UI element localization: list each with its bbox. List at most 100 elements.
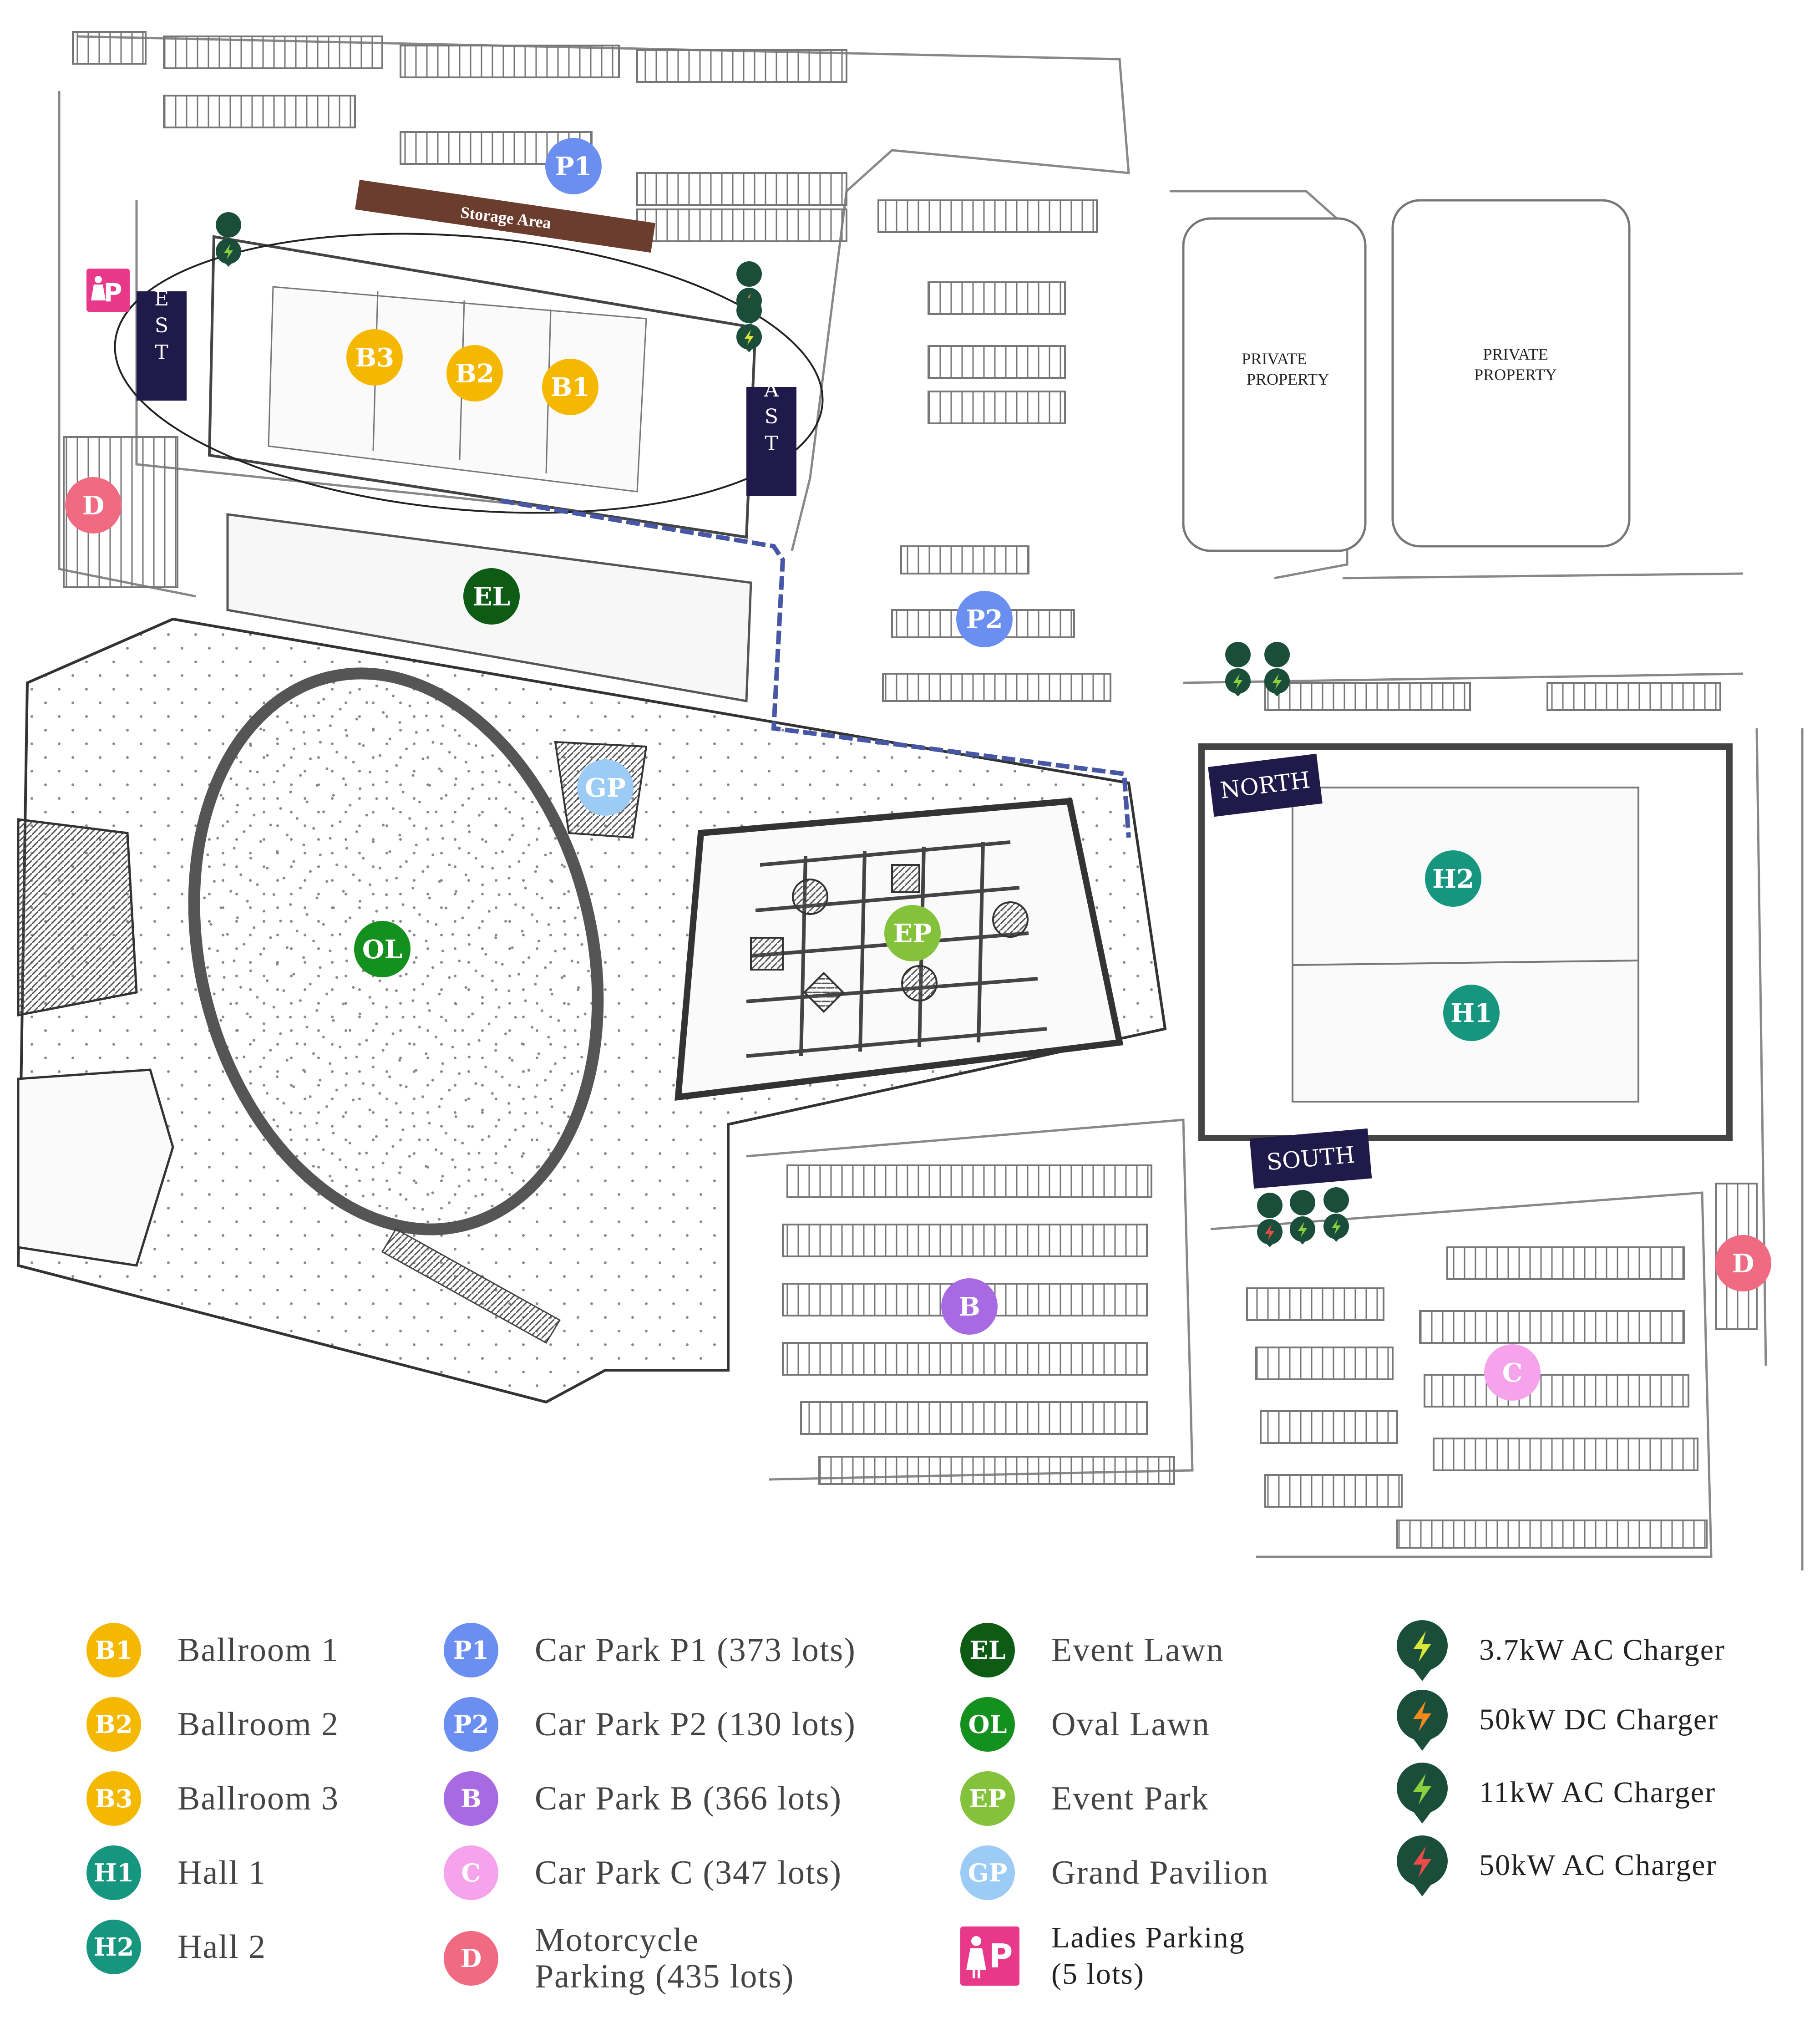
legend-label: Hall 1 <box>177 1854 266 1891</box>
legend-item-motorcycle-parking: D Motorcycle Parking (435 lots) <box>444 1917 794 1999</box>
legend-badge: P2 <box>444 1697 498 1752</box>
charger-pin <box>216 212 242 267</box>
north-wing-label: NORTH <box>1208 753 1323 817</box>
legend-badge: EL <box>960 1623 1015 1677</box>
legend-badge: D <box>444 1931 498 1986</box>
legend-badge: OL <box>960 1697 1015 1752</box>
area-marker-label: P2 <box>966 605 1003 635</box>
area-marker-circle <box>446 345 503 402</box>
site-map: Storage Area WEST EAST <box>16 31 1804 1570</box>
svg-text:P: P <box>103 278 122 308</box>
area-marker-ol: OL <box>354 921 411 977</box>
area-marker-circle <box>354 921 411 977</box>
area-marker-circle <box>1425 850 1481 907</box>
legend-badge: B <box>444 1771 498 1826</box>
area-marker-label: B <box>958 1292 980 1322</box>
area-marker-b3: B3 <box>346 329 403 386</box>
legend-label: Car Park C (347 lots) <box>535 1854 842 1891</box>
legend-badge: C <box>444 1845 498 1900</box>
east-wing-label: EAST <box>746 351 796 496</box>
area-marker-circle <box>884 905 941 961</box>
legend-item-event-park: EP Event Park <box>960 1769 1209 1828</box>
lightning-bolt-icon <box>1397 1620 1448 1681</box>
area-marker-circle <box>545 138 602 194</box>
legend-item-charger-50kw-ac: 50kW AC Charger <box>1393 1831 1717 1900</box>
legend-item-car-park-b: B Car Park B (366 lots) <box>444 1769 842 1828</box>
svg-text:WEST: WEST <box>150 260 173 368</box>
legend-item-charger-11kw-ac: 11kW AC Charger <box>1393 1758 1716 1827</box>
legend-label: Oval Lawn <box>1051 1706 1210 1743</box>
svg-text:P: P <box>989 1937 1013 1975</box>
area-marker-label: H1 <box>1450 998 1492 1028</box>
legend-label: Grand Pavilion <box>1051 1854 1269 1891</box>
legend-item-event-lawn: EL Event Lawn <box>960 1621 1224 1680</box>
area-marker-label: H2 <box>1432 864 1474 894</box>
legend-label: Car Park P1 (373 lots) <box>535 1631 856 1669</box>
area-marker-circle <box>463 568 520 625</box>
legend-badge: P1 <box>444 1623 498 1677</box>
legend-label: Hall 2 <box>177 1928 266 1966</box>
legend-label: Car Park P2 (130 lots) <box>535 1706 856 1743</box>
legend-label: Ballroom 1 <box>177 1631 340 1669</box>
lightning-bolt-icon <box>1397 1690 1448 1751</box>
area-marker-circle <box>956 591 1013 647</box>
area-marker-d: D <box>1715 1235 1771 1291</box>
legend-label: 50kW AC Charger <box>1479 1849 1717 1882</box>
area-marker-circle <box>1443 985 1500 1041</box>
map-legend: B1 Ballroom 1 B2 Ballroom 2 B3 Ballroom … <box>0 1620 1820 2030</box>
area-marker-gp: GP <box>577 759 634 816</box>
private-property-block <box>1182 217 1367 552</box>
south-wing-label: SOUTH <box>1249 1128 1372 1189</box>
area-marker-label: D <box>82 491 105 521</box>
area-marker-circle <box>542 359 598 415</box>
legend-item-ballroom-3: B3 Ballroom 3 <box>86 1769 339 1828</box>
area-marker-ep: EP <box>884 905 941 961</box>
legend-item-ballroom-2: B2 Ballroom 2 <box>86 1695 339 1754</box>
area-marker-c: C <box>1484 1344 1541 1401</box>
legend-label: 3.7kW AC Charger <box>1479 1633 1726 1667</box>
legend-label: Ballroom 3 <box>177 1780 340 1817</box>
legend-badge: B3 <box>86 1771 141 1826</box>
legend-item-ballroom-1: B1 Ballroom 1 <box>86 1621 339 1680</box>
legend-label: Event Park <box>1051 1780 1209 1817</box>
legend-item-car-park-c: C Car Park C (347 lots) <box>444 1843 842 1902</box>
legend-item-car-park-p1: P1 Car Park P1 (373 lots) <box>444 1621 856 1680</box>
area-marker-label: P1 <box>555 152 592 182</box>
area-marker-circle <box>65 477 122 534</box>
area-marker-b: B <box>941 1278 998 1335</box>
area-marker-h2: H2 <box>1425 850 1481 907</box>
area-marker-circle <box>577 759 634 816</box>
area-marker-circle <box>1484 1344 1541 1401</box>
legend-item-hall-2: H2 Hall 2 <box>86 1917 266 1977</box>
area-marker-p1: P1 <box>545 138 602 194</box>
ladies-parking-symbol: P <box>966 1936 1013 1978</box>
legend-label: Ladies Parking (5 lots) <box>1051 1921 1245 1991</box>
west-wing-label: WEST <box>137 260 187 401</box>
legend-item-oval-lawn: OL Oval Lawn <box>960 1695 1210 1754</box>
legend-item-ladies-parking: P Ladies Parking (5 lots) <box>960 1917 1245 1995</box>
legend-item-grand-pavilion: GP Grand Pavilion <box>960 1843 1269 1902</box>
area-marker-h1: H1 <box>1443 985 1500 1041</box>
area-marker-circle <box>1715 1235 1771 1291</box>
ladies-parking-marker: P <box>86 269 130 312</box>
charger-pin <box>1225 642 1251 696</box>
area-marker-label: OL <box>362 935 402 965</box>
area-marker-d: D <box>65 477 122 534</box>
charger-pin <box>1323 1187 1349 1242</box>
charger-pin <box>736 298 762 352</box>
legend-label: Event Lawn <box>1051 1631 1224 1669</box>
lightning-bolt-icon <box>1397 1835 1448 1896</box>
area-marker-label: B1 <box>551 372 590 402</box>
area-marker-b2: B2 <box>446 345 503 402</box>
charger-pin <box>1257 1193 1283 1247</box>
area-marker-label: GP <box>585 773 626 803</box>
legend-label: 11kW AC Charger <box>1479 1776 1716 1809</box>
legend-item-car-park-p2: P2 Car Park P2 (130 lots) <box>444 1695 856 1754</box>
charger-pin <box>1290 1190 1316 1245</box>
legend-badge: GP <box>960 1845 1015 1900</box>
svg-text:EAST: EAST <box>760 351 783 459</box>
area-marker-label: C <box>1502 1358 1523 1388</box>
charger-pin <box>1264 642 1290 696</box>
